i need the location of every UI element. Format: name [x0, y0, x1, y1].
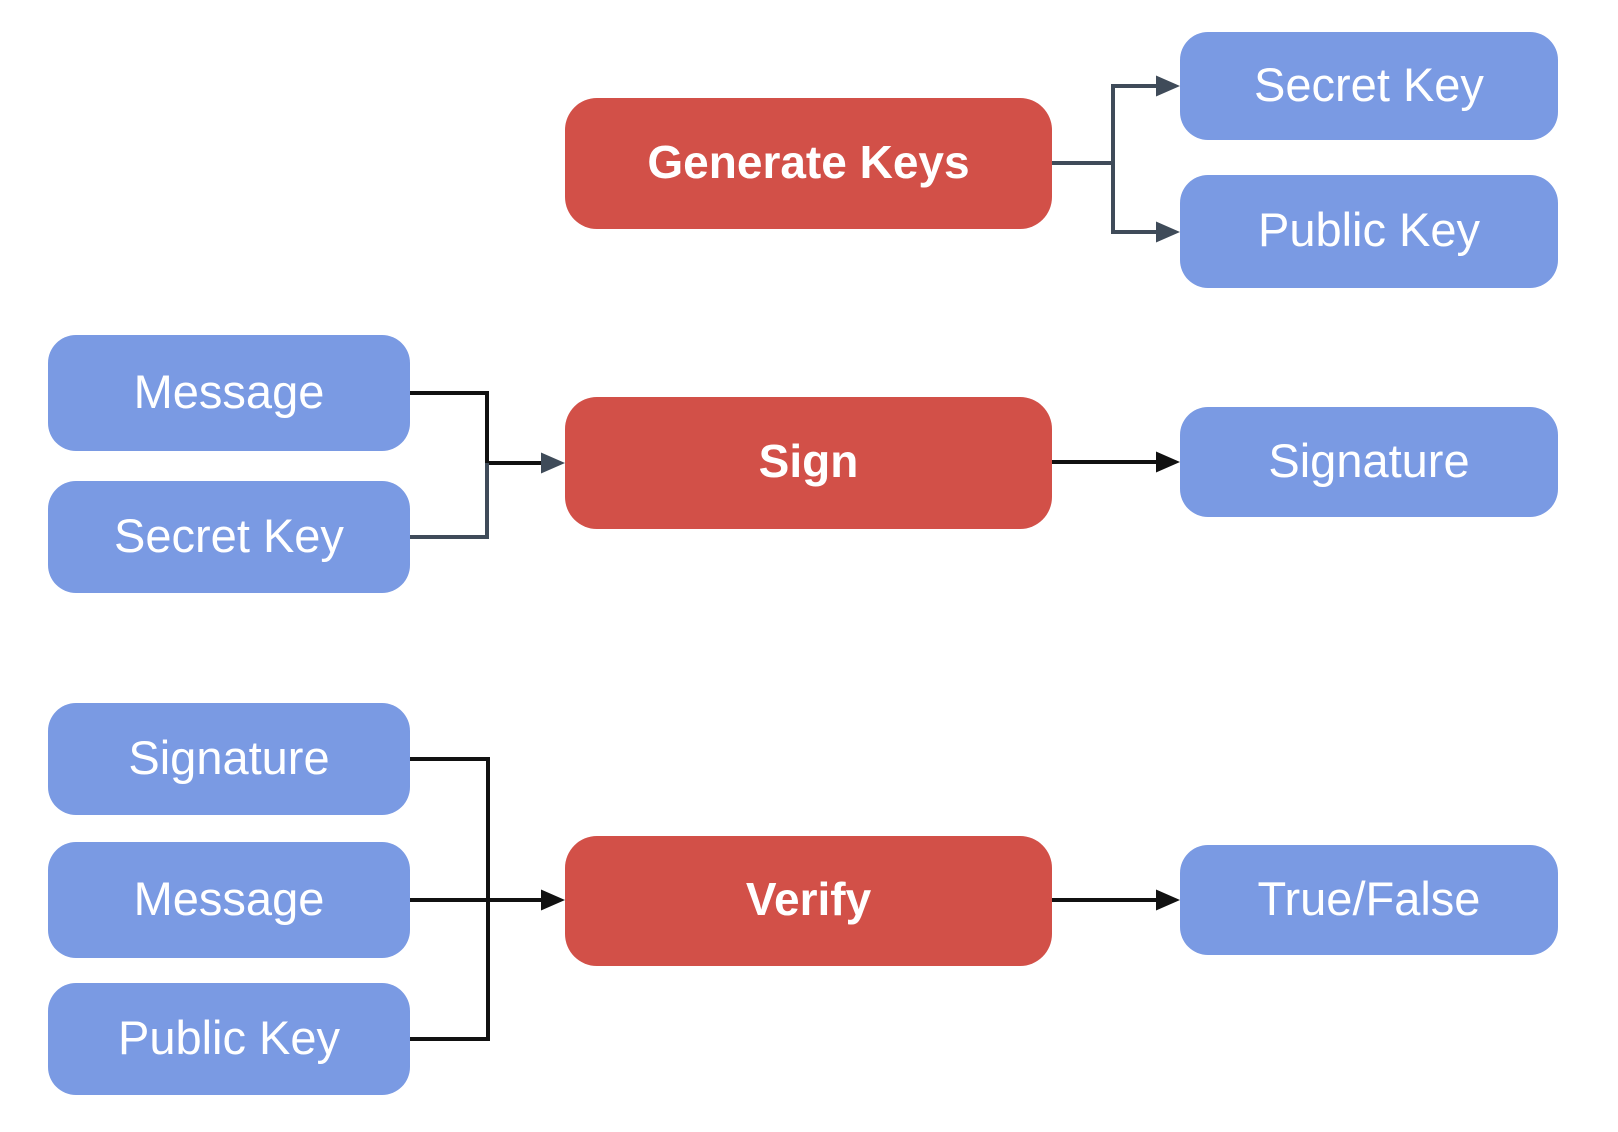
generate-keys-node: Generate Keys: [565, 98, 1052, 229]
signature-input-verify-label: Signature: [128, 730, 330, 784]
secret-key-output-label: Secret Key: [1254, 57, 1484, 111]
signature-output-label: Signature: [1268, 433, 1470, 487]
message-input-verify-label: Message: [133, 871, 325, 925]
public-key-output-node: Public Key: [1180, 175, 1558, 288]
public-key-input-verify-node: Public Key: [48, 983, 410, 1095]
true-false-output-node: True/False: [1180, 845, 1558, 955]
arrowhead-to-signature-icon: [1156, 451, 1180, 473]
signature-input-verify-node: Signature: [48, 703, 410, 815]
arrowhead-to-verify-icon: [541, 889, 565, 911]
signature-output-node: Signature: [1180, 407, 1558, 517]
generate-keys-label: Generate Keys: [647, 135, 970, 188]
connector-secret-key-to-sign: [410, 463, 489, 539]
arrowhead-to-truefalse-icon: [1156, 889, 1180, 911]
true-false-output-label: True/False: [1257, 871, 1481, 925]
arrowhead-to-secret-key-icon: [1156, 75, 1180, 97]
arrowhead-to-public-key-icon: [1156, 221, 1180, 243]
verify-label: Verify: [745, 873, 872, 925]
secret-key-output-node: Secret Key: [1180, 32, 1558, 140]
public-key-input-verify-label: Public Key: [117, 1010, 341, 1064]
public-key-output-label: Public Key: [1257, 203, 1481, 256]
connector-message-to-sign: [410, 391, 545, 465]
sign-label: Sign: [758, 435, 859, 487]
secret-key-input-sign-label: Secret Key: [114, 508, 344, 562]
secret-key-input-sign-node: Secret Key: [48, 481, 410, 593]
sign-node: Sign: [565, 397, 1052, 529]
connector-generate-keys-split: [1111, 84, 1158, 234]
message-input-sign-label: Message: [133, 364, 325, 418]
message-input-verify-node: Message: [48, 842, 410, 958]
arrowhead-to-sign-icon: [541, 452, 565, 474]
verify-node: Verify: [565, 836, 1052, 966]
message-input-sign-node: Message: [48, 335, 410, 451]
